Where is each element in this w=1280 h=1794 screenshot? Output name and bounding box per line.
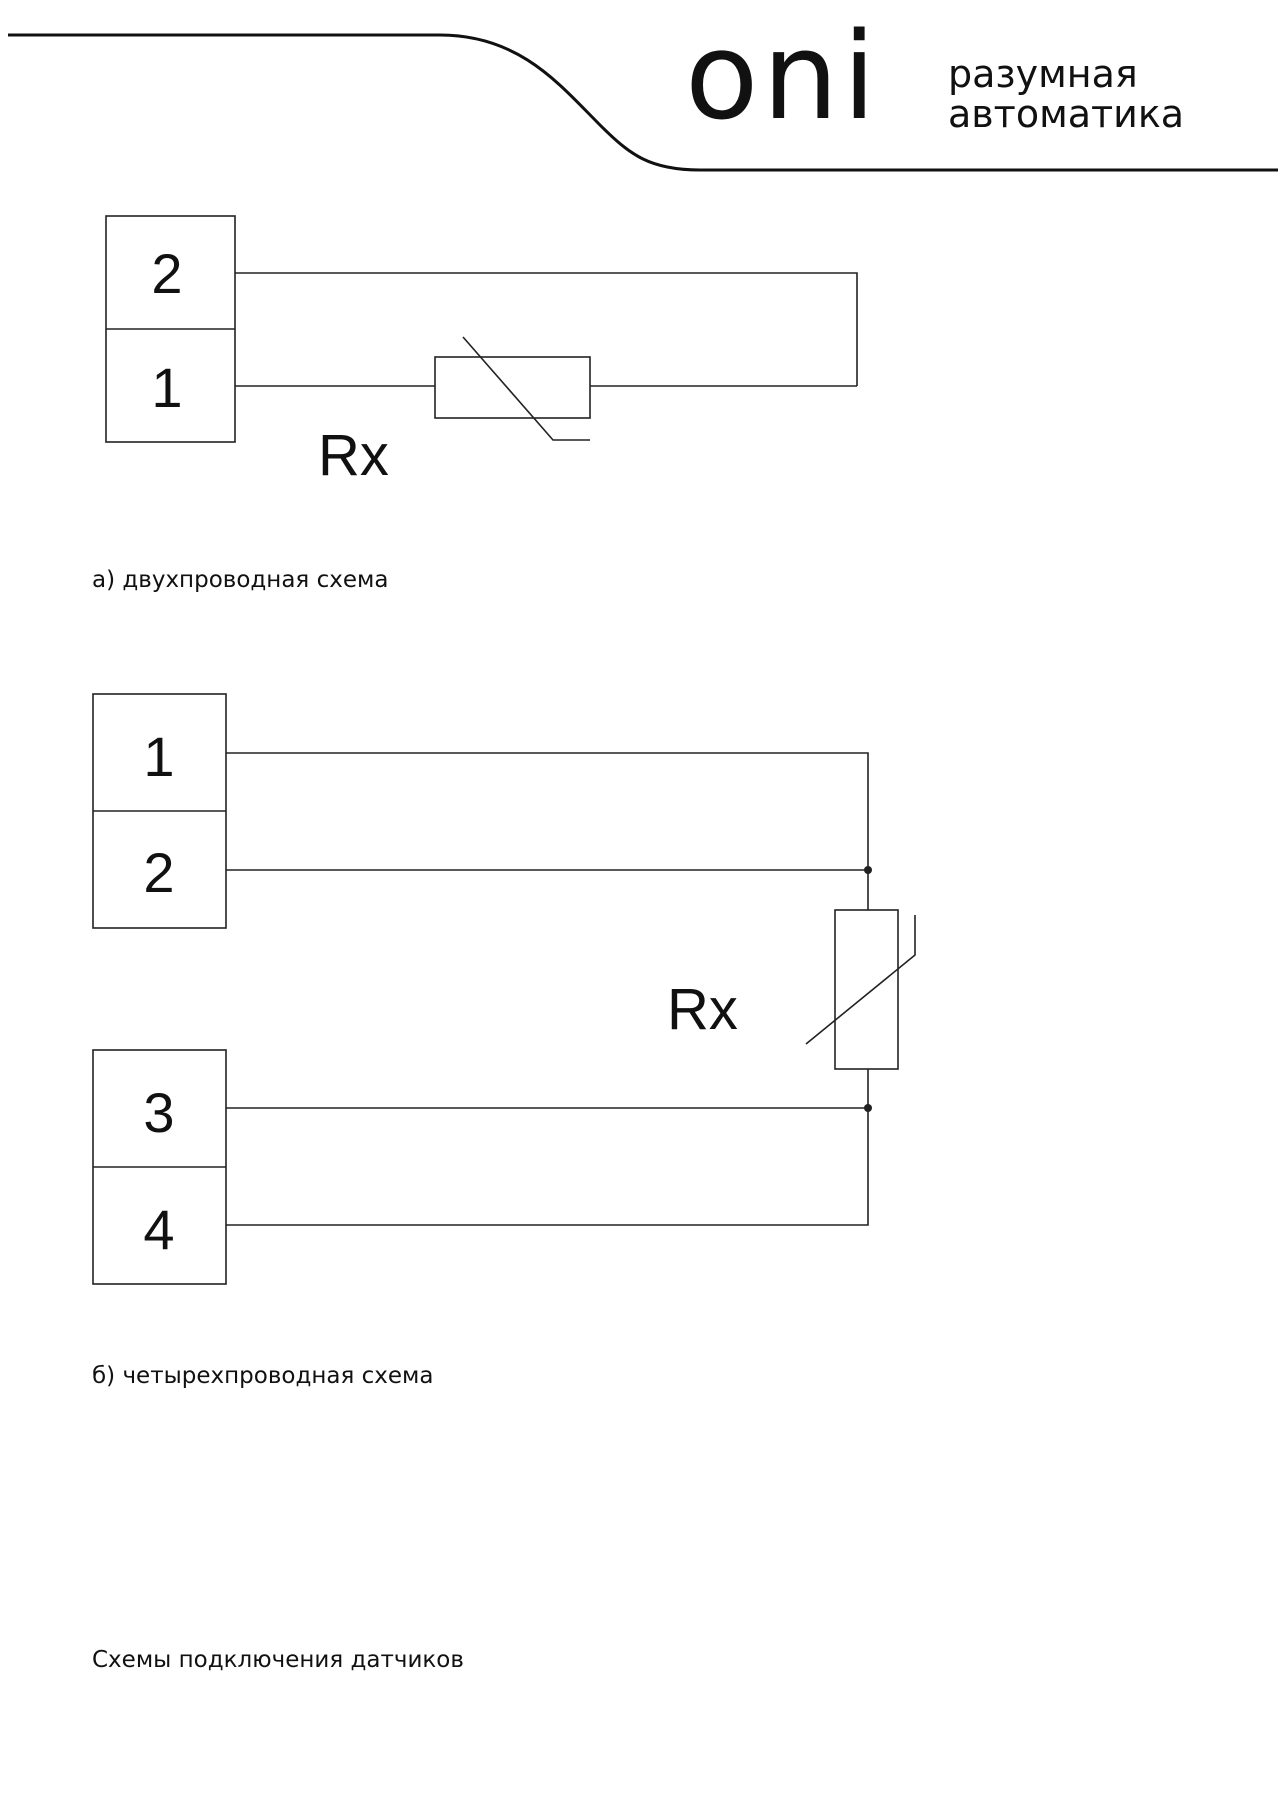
resistor-arrow-b xyxy=(805,915,916,1045)
tagline-line-2: автоматика xyxy=(948,92,1185,136)
resistor-label-b: Rx xyxy=(667,977,738,1042)
wire-4-b xyxy=(226,1108,869,1226)
tagline-line-1: разумная xyxy=(948,52,1138,96)
wire-1-b xyxy=(226,752,869,870)
terminal-label-b-2: 2 xyxy=(143,841,174,904)
caption-four-wire: б) четырехпроводная схема xyxy=(92,1363,434,1389)
brand-tagline: разумная автоматика xyxy=(948,54,1184,134)
resistor-label-a: Rx xyxy=(318,423,389,488)
diagram-two-wire: 2 1 Rx xyxy=(105,215,858,488)
diagram-four-wire: 1 2 3 4 Rx xyxy=(92,693,916,1285)
junction-top-b xyxy=(864,866,872,874)
terminal-label-b-3: 3 xyxy=(143,1081,174,1144)
terminal-label-b-4: 4 xyxy=(143,1198,174,1261)
header-curve xyxy=(8,33,1278,172)
junction-bottom-b xyxy=(864,1104,872,1112)
terminal-label-b-1: 1 xyxy=(143,725,174,788)
brand-logo: oni xyxy=(685,8,880,147)
terminal-label-a-bottom: 1 xyxy=(151,356,182,419)
wire-top-a xyxy=(235,272,858,386)
caption-two-wire: а) двухпроводная схема xyxy=(92,567,389,593)
resistor-arrow-a xyxy=(462,336,590,441)
resistor-a xyxy=(434,356,591,419)
page-title: Схемы подключения датчиков xyxy=(92,1647,464,1673)
resistor-b xyxy=(834,909,899,1070)
terminal-label-a-top: 2 xyxy=(151,242,182,305)
